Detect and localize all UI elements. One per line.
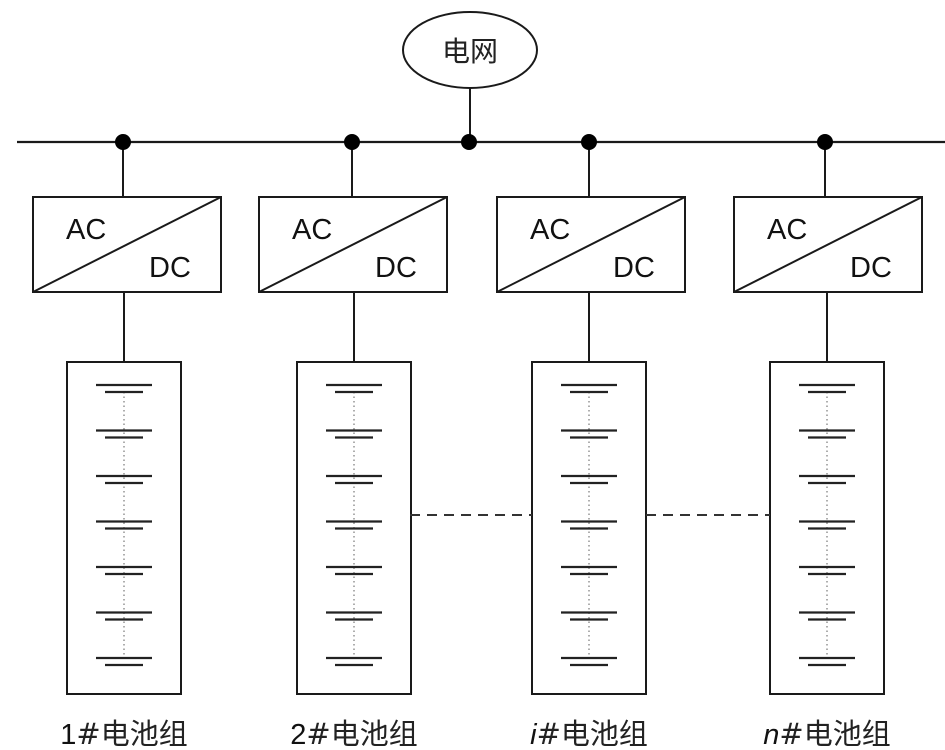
converter-diagonal	[32, 196, 222, 293]
ac-label: AC	[66, 214, 106, 246]
converter-diagonal	[496, 196, 686, 293]
battery-cell-icon	[326, 611, 382, 621]
battery-group-index: 2	[290, 719, 306, 750]
battery-group-label: 1#电池组	[60, 717, 187, 750]
battery-cell-icon	[96, 611, 152, 621]
grid-label: 电网	[442, 35, 498, 68]
battery-cell-icon	[326, 429, 382, 439]
storage-unit-1: AC DC 1#电池组	[32, 134, 222, 750]
battery-cell-icon	[96, 383, 152, 394]
battery-group	[296, 361, 412, 695]
battery-cell-icon	[799, 656, 855, 667]
battery-group-label: n#电池组	[763, 717, 890, 750]
battery-cell-icon	[96, 520, 152, 530]
dc-label: DC	[375, 252, 417, 284]
battery-group	[66, 361, 182, 695]
battery-cell-icon	[326, 565, 382, 576]
storage-unit-4: AC DC n#电池组	[733, 134, 923, 750]
battery-cell-icon	[96, 429, 152, 439]
battery-cell-icon	[326, 520, 382, 530]
battery-cell-icon	[561, 520, 617, 530]
battery-cell-icon	[96, 474, 152, 485]
ac-label: AC	[292, 214, 332, 246]
battery-cell-icon	[561, 429, 617, 439]
dc-label: DC	[149, 252, 191, 284]
converter-diagonal	[733, 196, 923, 293]
battery-group-label: 2#电池组	[290, 717, 417, 750]
battery-group-name: #电池组	[537, 717, 648, 750]
battery-cell-icon	[799, 565, 855, 576]
battery-cell-icon	[561, 656, 617, 667]
power-grid-node: 电网	[402, 11, 538, 142]
dc-label: DC	[613, 252, 655, 284]
battery-group-index: 1	[60, 719, 76, 750]
battery-group-label: i#电池组	[530, 717, 648, 750]
battery-cell-icon	[799, 520, 855, 530]
battery-group	[531, 361, 647, 695]
bus-junction-dot	[581, 134, 597, 150]
battery-cell-icon	[326, 474, 382, 485]
bus-junction-dot	[817, 134, 833, 150]
converter-diagonal	[258, 196, 448, 293]
battery-group	[769, 361, 885, 695]
storage-unit-2: AC DC 2#电池组	[258, 134, 448, 750]
ac-dc-converter: AC DC	[32, 196, 222, 293]
battery-group-name: #电池组	[306, 717, 417, 750]
battery-cell-icon	[799, 611, 855, 621]
ac-dc-converter: AC DC	[496, 196, 686, 293]
battery-group-index: n	[763, 719, 779, 750]
dc-label: DC	[850, 252, 892, 284]
battery-group-name: #电池组	[76, 717, 187, 750]
ac-label: AC	[767, 214, 807, 246]
battery-cell-icon	[96, 656, 152, 667]
ac-dc-converter: AC DC	[258, 196, 448, 293]
battery-cell-icon	[96, 565, 152, 576]
battery-cell-icon	[561, 383, 617, 394]
battery-cell-icon	[561, 611, 617, 621]
grid-junction-dot	[461, 134, 477, 150]
battery-cell-icon	[326, 656, 382, 667]
storage-unit-3: AC DC i#电池组	[496, 134, 686, 750]
ac-label: AC	[530, 214, 570, 246]
battery-cell-icon	[799, 383, 855, 394]
battery-cell-icon	[799, 474, 855, 485]
battery-group-box	[531, 361, 647, 695]
battery-cell-icon	[561, 474, 617, 485]
battery-group-index: i	[530, 719, 538, 750]
battery-cell-icon	[561, 565, 617, 576]
battery-group-name: #电池组	[779, 717, 890, 750]
battery-cell-icon	[326, 383, 382, 394]
battery-cell-icon	[799, 429, 855, 439]
ac-dc-converter: AC DC	[733, 196, 923, 293]
bus-junction-dot	[115, 134, 131, 150]
bus-junction-dot	[344, 134, 360, 150]
